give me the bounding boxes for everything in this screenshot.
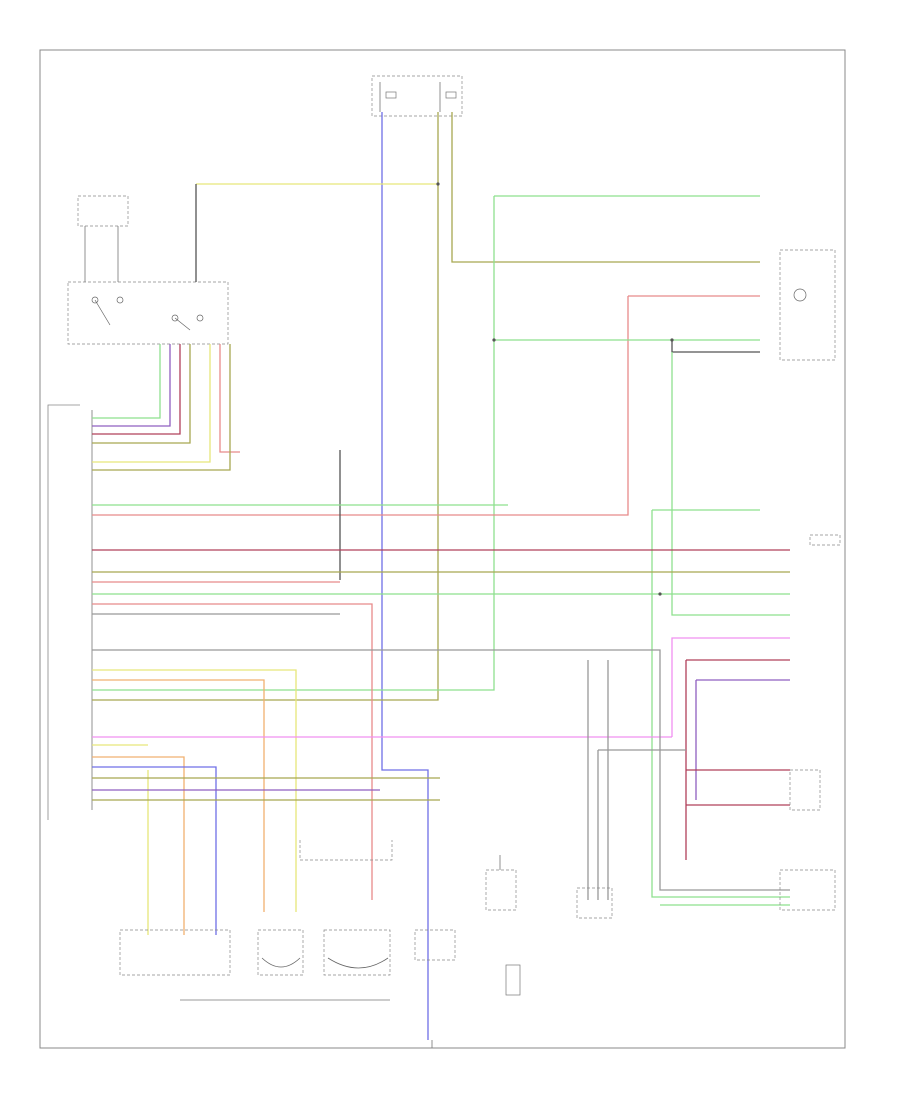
right-side-harness: [587, 659, 790, 906]
switch-harness: [92, 344, 240, 471]
right-components: [779, 249, 841, 911]
switch-inset-top-left: [77, 195, 129, 282]
diagram-border: [39, 49, 846, 1049]
wires-vertical: [92, 112, 790, 1040]
fuse-block-top: [371, 75, 463, 117]
bottom-components: [119, 840, 613, 1048]
wires-horizontal: [92, 504, 790, 935]
transmission-range-switch: [67, 281, 229, 345]
tcm-connector-left: [47, 404, 93, 820]
connector-terminals: [436, 182, 674, 596]
